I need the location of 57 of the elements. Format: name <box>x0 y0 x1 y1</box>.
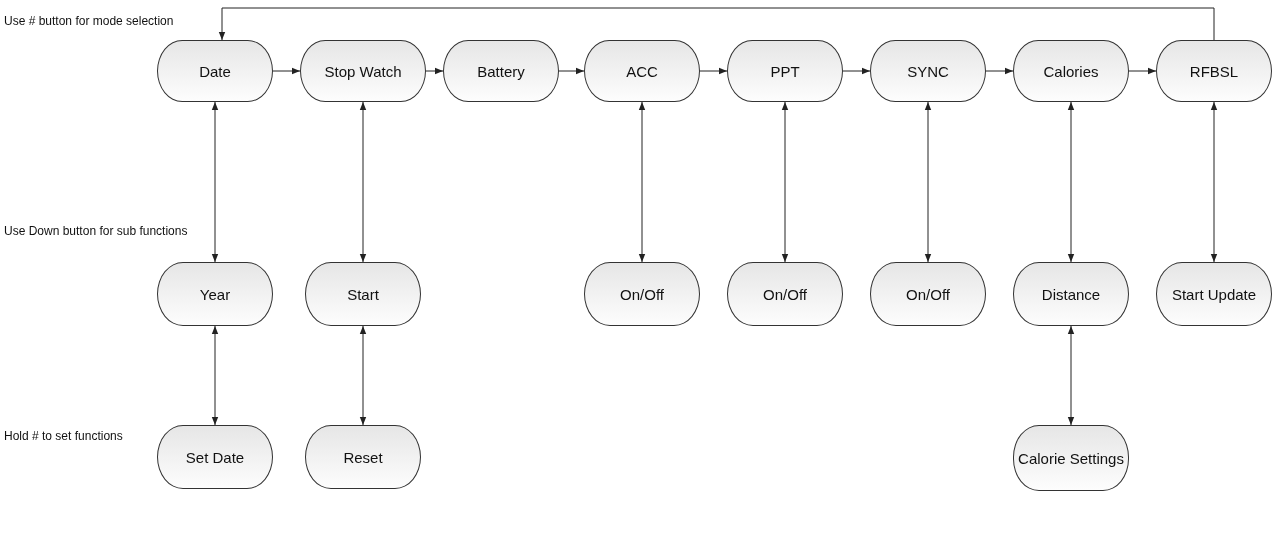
rounded-box <box>1013 40 1129 102</box>
node-label: Calories <box>1042 62 1100 80</box>
arrow <box>1128 67 1157 75</box>
rounded-box <box>157 40 273 102</box>
rounded-box <box>870 40 986 102</box>
rounded-box <box>1013 262 1129 326</box>
arrow <box>985 67 1014 75</box>
rounded-box <box>584 262 700 326</box>
node-label: ACC <box>625 62 659 80</box>
node-label: Calorie Settings <box>1017 449 1125 467</box>
node-label: PPT <box>769 62 801 80</box>
arrow <box>359 101 367 263</box>
note-text: Use # button for mode selection <box>4 14 174 28</box>
node-label: Year <box>198 285 232 303</box>
arrow <box>781 101 789 263</box>
arrow <box>425 67 444 75</box>
node-label: On/Off <box>619 285 665 303</box>
rounded-box <box>727 262 843 326</box>
rounded-box <box>1156 262 1272 326</box>
node-label: RFBSL <box>1188 62 1240 80</box>
arrow <box>359 325 367 426</box>
node-label: On/Off <box>762 285 808 303</box>
node-label: Distance <box>1040 285 1102 303</box>
rounded-box <box>443 40 559 102</box>
rounded-box <box>305 262 421 326</box>
rounded-box <box>157 425 273 489</box>
rounded-box <box>300 40 426 102</box>
note-text: Hold # to set functions <box>4 429 123 443</box>
rounded-box <box>157 262 273 326</box>
arrow <box>1067 101 1075 263</box>
node-label: Set Date <box>184 448 246 466</box>
rounded-box <box>727 40 843 102</box>
arrow <box>638 101 646 263</box>
node-label: Date <box>198 62 232 80</box>
rounded-box <box>584 40 700 102</box>
arrow <box>1210 101 1218 263</box>
arrow <box>842 67 871 75</box>
node-label: Battery <box>476 62 526 80</box>
arrow <box>699 67 728 75</box>
arrow <box>924 101 932 263</box>
arrow <box>211 325 219 426</box>
node-label: On/Off <box>905 285 951 303</box>
rounded-box <box>1013 425 1129 491</box>
node-label: Reset <box>342 448 384 466</box>
node-label: Stop Watch <box>323 62 403 80</box>
rounded-box <box>1156 40 1272 102</box>
rounded-box <box>870 262 986 326</box>
note-text: Use Down button for sub functions <box>4 224 188 238</box>
arrow <box>1067 325 1075 426</box>
node-label: SYNC <box>906 62 950 80</box>
arrow <box>558 67 585 75</box>
arrow <box>272 67 301 75</box>
node-label: Start Update <box>1170 285 1258 303</box>
arrow <box>211 101 219 263</box>
node-label: Start <box>346 285 380 303</box>
rounded-box <box>305 425 421 489</box>
arrow <box>218 7 1215 41</box>
